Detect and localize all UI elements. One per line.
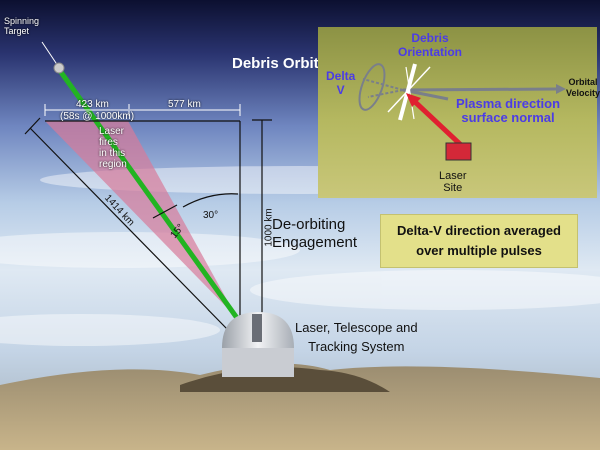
observatory-dome bbox=[222, 312, 294, 377]
desert-ground bbox=[0, 363, 600, 450]
target-trajectory bbox=[41, 41, 59, 67]
note-line: Delta-V direction averaged bbox=[397, 223, 561, 238]
distance-423-label: 423 km bbox=[76, 99, 109, 110]
angle-30-label: 30° bbox=[203, 210, 219, 221]
debris-orbit-label: Debris Orbit bbox=[232, 55, 319, 72]
laser-fire-wedge bbox=[45, 121, 237, 318]
geometry-lines bbox=[24, 117, 272, 331]
distance-423-sub-label: (58s @ 1000km) bbox=[60, 111, 135, 122]
laser-site-box bbox=[445, 142, 472, 161]
distance-577-label: 577 km bbox=[168, 99, 201, 110]
note-line: over multiple pulses bbox=[416, 243, 542, 258]
delta-v-note: Delta-V direction averaged over multiple … bbox=[380, 214, 578, 268]
dimension-arrows bbox=[44, 104, 241, 116]
inset-graphics bbox=[358, 63, 566, 161]
spinning-target bbox=[53, 62, 65, 74]
